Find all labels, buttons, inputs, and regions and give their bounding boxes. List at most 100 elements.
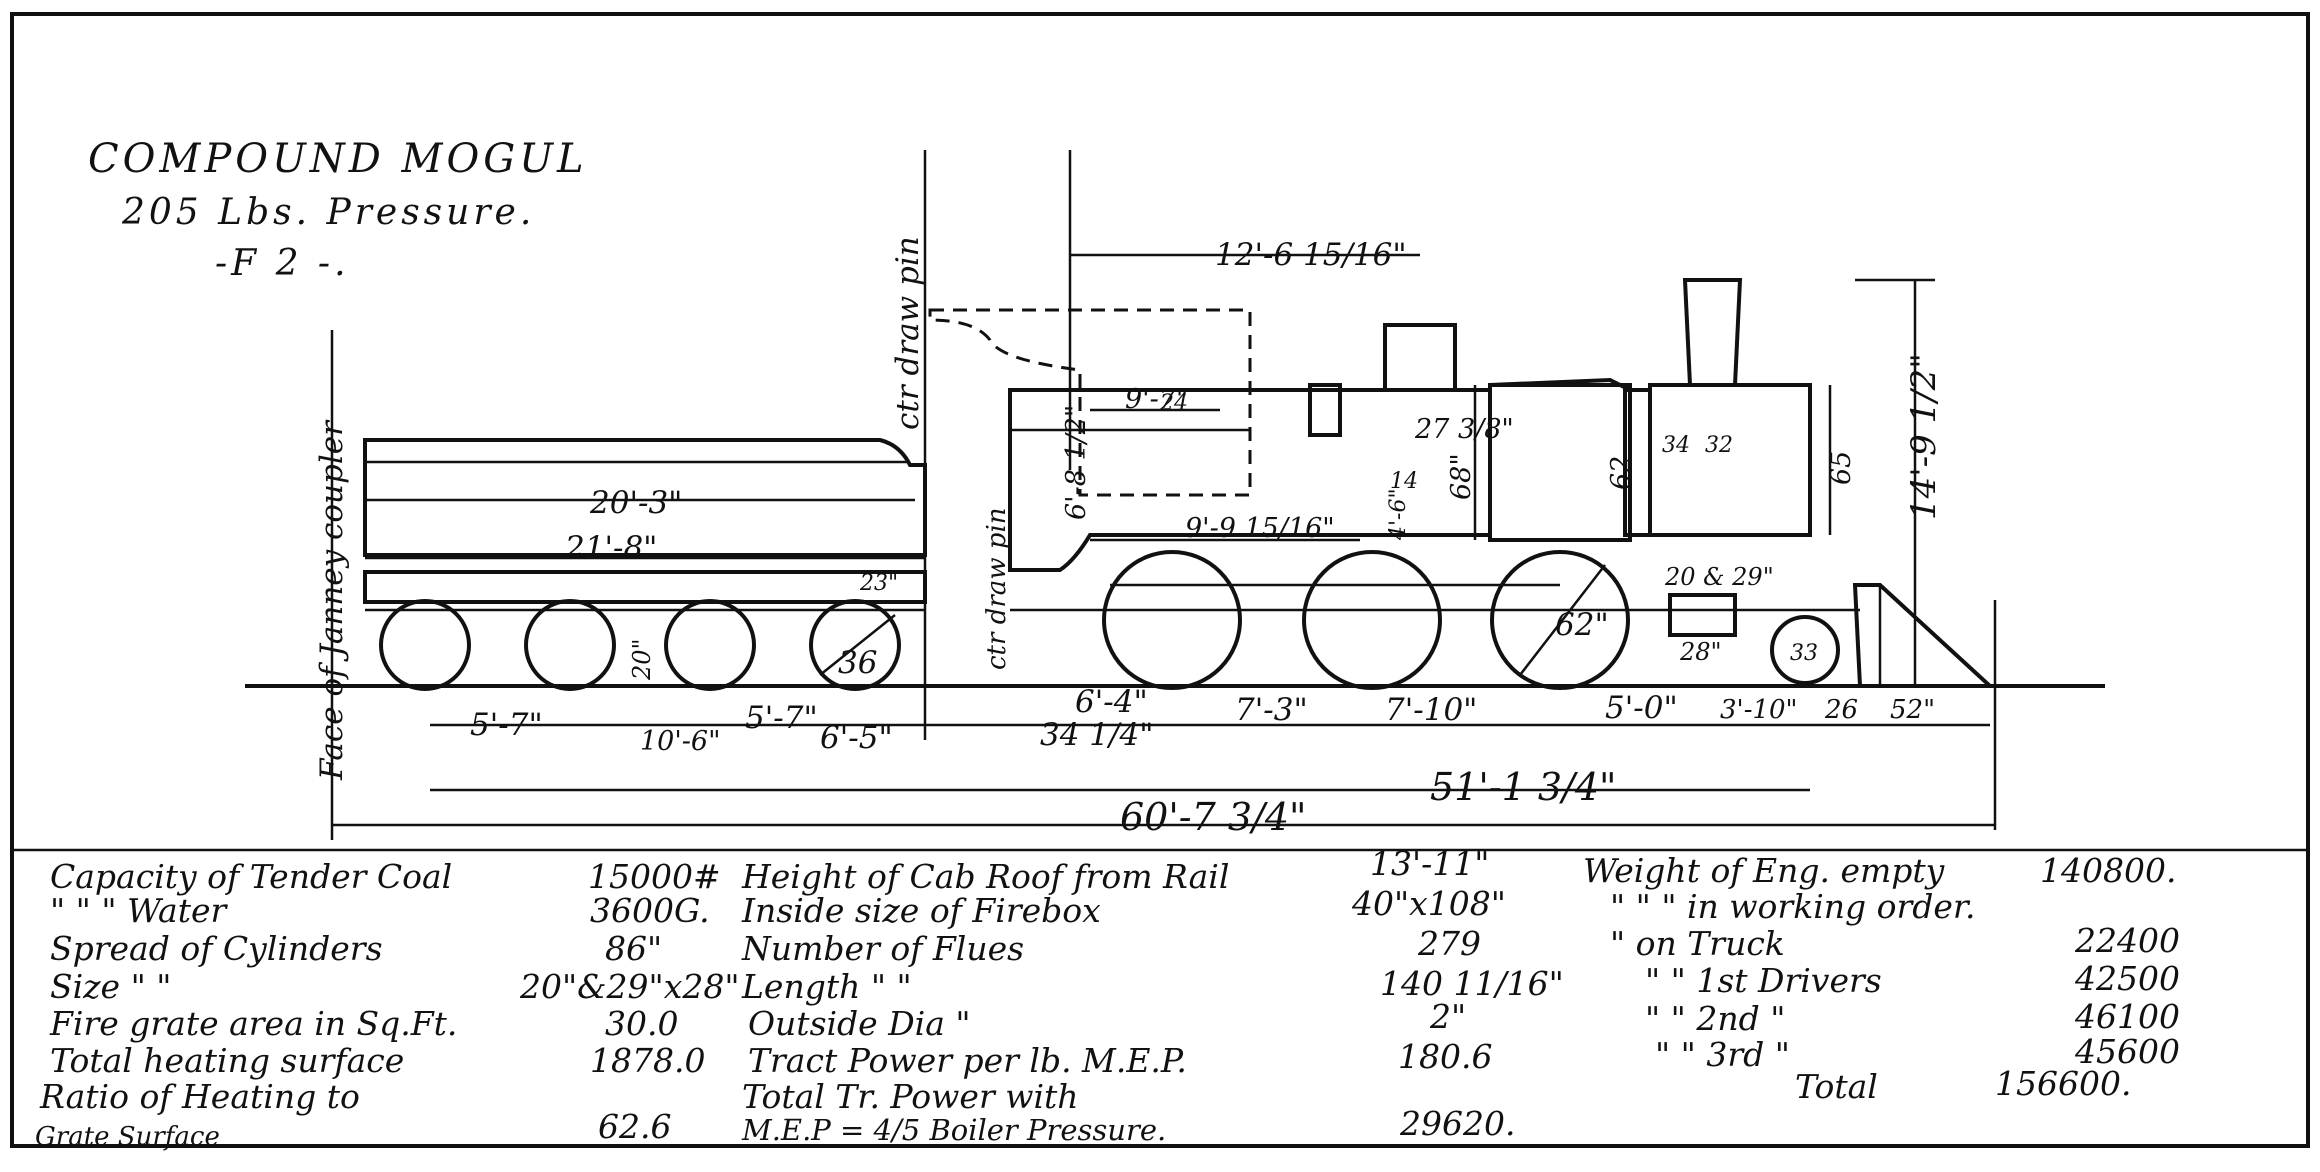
wheelbase-text: 51'-1 3/4" (1430, 765, 1617, 809)
pilot-b-text: 52" (1890, 695, 1935, 725)
tender-spread-b-text: 10'-6" (640, 726, 721, 757)
spec-right-value: 156600. (1995, 1064, 2131, 1103)
spec-right-value: 45600 (2074, 1032, 2180, 1071)
spec-left-label: Ratio of Heating to (39, 1077, 360, 1116)
cab-body (1008, 388, 1492, 572)
spec-mid-label: Height of Cab Roof from Rail (741, 857, 1229, 896)
spec-mid-value: 29620. (1399, 1104, 1515, 1143)
sand-box (1308, 383, 1342, 437)
truck-to-cyl-text: 3'-10" (1720, 695, 1798, 725)
spec-table-right: Weight of Eng. empty 140800. " " " in wo… (1583, 851, 2180, 1106)
spec-left-value: 86" (605, 929, 662, 968)
spec-left-label: Capacity of Tender Coal (50, 857, 452, 896)
drawpin-label: ctr draw pin (890, 236, 926, 430)
spec-mid-value: 13'-11" (1370, 844, 1489, 883)
tender-wheel-dia: 36 (838, 645, 877, 681)
tender-wheel (664, 599, 756, 691)
height-text: 14'-9 1/2" (1904, 353, 1944, 520)
tender-spread-c-text: 5'-7" (745, 700, 818, 736)
spec-table-left: Capacity of Tender Coal 15000# " " " Wat… (35, 857, 740, 1152)
cab-rise-text: 14 (1390, 469, 1418, 494)
driving-wheel (1102, 550, 1242, 690)
driver-to-truck-text: 5'-0" (1605, 690, 1678, 726)
driving-wheel (1302, 550, 1442, 690)
driver-dia-line (1519, 564, 1606, 676)
driving-wheel (1490, 550, 1630, 690)
spec-right-value: 22400 (2074, 921, 2180, 960)
sheet-border (10, 12, 2310, 1148)
spec-left-value: 3600G. (590, 891, 710, 930)
spec-mid-value: 279 (1417, 924, 1481, 963)
smoke-b-text: 32 (1705, 433, 1733, 458)
spec-mid-value: 140 11/16" (1380, 964, 1564, 1003)
spec-mid-label: M.E.P = 4/5 Boiler Pressure. (741, 1113, 1166, 1147)
spec-left-label: Size " " (50, 967, 171, 1006)
spec-right-label: Total (1795, 1067, 1878, 1106)
boiler-dia-text: 68" (1446, 453, 1477, 500)
cab-side-text: 24 (1159, 391, 1188, 416)
spec-left-label: Fire grate area in Sq.Ft. (49, 1004, 457, 1043)
cab-len-text: 9'-7" (1125, 384, 1188, 415)
spec-mid-label: Total Tr. Power with (742, 1077, 1079, 1116)
spec-mid-value: 40"x108" (1351, 884, 1506, 923)
truck-wheel (1770, 615, 1840, 685)
spec-mid-label: Inside size of Firebox (741, 891, 1101, 930)
spec-left-label: Total heating surface (50, 1041, 404, 1080)
spec-table-middle: Height of Cab Roof from Rail 13'-11" Ins… (741, 844, 1564, 1147)
tender-wheel (524, 599, 616, 691)
title-class: -F 2 -. (215, 243, 350, 284)
spec-mid-label: Length " " (741, 967, 912, 1006)
steam-dome (1383, 323, 1457, 392)
tender-to-pin-text: 6'-5" (820, 720, 893, 756)
driver-1-2-text: 7'-3" (1235, 692, 1308, 728)
spec-mid-label: Outside Dia " (748, 1004, 971, 1043)
spec-left-value: 62.6 (598, 1107, 671, 1146)
truck-offset-text: 28" (1679, 638, 1722, 666)
smokebox (1648, 383, 1812, 537)
smokebox-ring (1623, 388, 1652, 537)
spec-right-label: " " " in working order. (1610, 887, 1976, 926)
firebox-side-text: 4'-6" (1386, 488, 1411, 541)
spec-right-label: " " 1st Drivers (1645, 961, 1882, 1000)
pilot (1852, 583, 1996, 688)
spec-mid-value: 2" (1429, 997, 1466, 1036)
spec-right-label: Weight of Eng. empty (1583, 851, 1945, 890)
pilot-a-text: 26 (1824, 695, 1858, 725)
spec-mid-label: Number of Flues (741, 929, 1024, 968)
cab-height-text: 6'-8 1/2" (1061, 405, 1092, 520)
tender: 20'-3" 21'-8" 23" 36 20" (363, 438, 927, 691)
title-name: COMPOUND MOGUL (88, 136, 588, 182)
smokestack (1682, 278, 1743, 387)
spec-left-label: Grate Surface (35, 1122, 220, 1152)
locomotive (928, 278, 1996, 690)
spec-left-value: 30.0 (605, 1004, 678, 1043)
tender-small-dim: 23" (859, 571, 898, 596)
boiler-top-dim-text: 12'-6 15/16" (1215, 237, 1407, 273)
spec-right-label: " on Truck (1610, 924, 1785, 963)
spec-left-value: 20"&29"x28" (519, 967, 740, 1006)
tender-frame (363, 570, 927, 604)
cylinder (1668, 593, 1737, 637)
spec-right-label: " " 3rd " (1655, 1035, 1790, 1074)
spec-left-label: " " " Water (50, 891, 229, 930)
spec-mid-value: 180.6 (1398, 1037, 1492, 1076)
drawpin-label-2: ctr draw pin (982, 508, 1012, 671)
overall-text: 60'-7 3/4" (1120, 795, 1307, 839)
title-pressure: 205 Lbs. Pressure. (121, 192, 535, 233)
tender-wheel-dia-line (819, 614, 896, 676)
tender-spread-a-text: 5'-7" (470, 707, 543, 743)
tender-wheel (379, 599, 471, 691)
cyl-a-text: 62 (1606, 456, 1637, 490)
smoke-a-text: 34 (1662, 433, 1690, 458)
boiler-main (1488, 383, 1632, 542)
driver-2-3-text: 7'-10" (1385, 692, 1477, 728)
spec-left-value: 1878.0 (590, 1041, 705, 1080)
cylinder-block-text: 20 & 29" (1664, 563, 1774, 591)
spec-right-value: 42500 (2074, 959, 2180, 998)
spec-right-label: " " 2nd " (1645, 999, 1785, 1038)
cab-to-driver-text: 6'-4" (1075, 684, 1148, 720)
spec-left-label: Spread of Cylinders (50, 929, 383, 968)
spec-right-value: 46100 (2074, 997, 2180, 1036)
